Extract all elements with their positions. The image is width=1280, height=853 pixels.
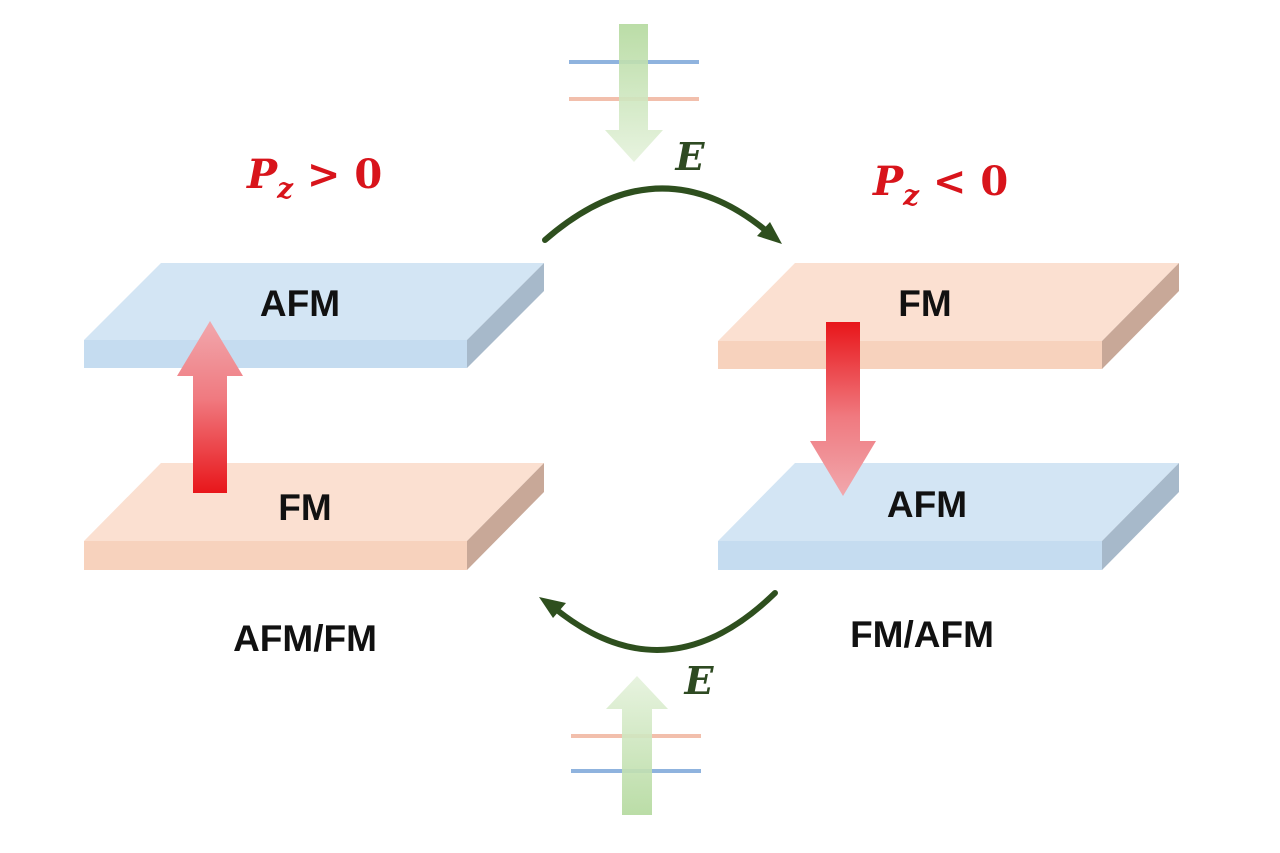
slab-top-face — [718, 463, 1179, 541]
top-field-indicator — [569, 24, 699, 162]
slab-side-face — [467, 463, 544, 570]
top-field-arrow-down-icon — [605, 24, 663, 162]
slab-side-face — [1102, 263, 1179, 369]
right-pol-subscript: z — [902, 179, 920, 212]
top-field-label: E — [675, 134, 706, 179]
left-top-slab-afm — [84, 263, 544, 368]
left-polarization-label: Pz > 0 — [246, 151, 382, 205]
slab-side-face — [1102, 463, 1179, 570]
slab-top-face — [84, 263, 544, 340]
left-top-layer-label: AFM — [260, 283, 340, 324]
left-pol-symbol: P — [246, 151, 279, 198]
left-bottom-layer-label: FM — [278, 487, 331, 528]
bottom-switching-arrowhead-icon — [539, 597, 566, 618]
right-top-slab-fm — [718, 263, 1179, 369]
right-polarization-arrow-down-icon — [810, 322, 876, 496]
slab-side-face — [467, 263, 544, 368]
right-bottom-slab-afm — [718, 463, 1179, 570]
slab-front-face — [718, 541, 1102, 570]
bottom-field-label: E — [684, 658, 715, 703]
right-config-label: FM/AFM — [850, 614, 994, 655]
slab-front-face — [84, 541, 467, 570]
bottom-field-indicator — [571, 676, 701, 815]
left-pol-subscript: z — [276, 172, 294, 205]
bottom-field-arrow-up-icon — [606, 676, 668, 815]
right-polarization-label: Pz < 0 — [872, 158, 1008, 212]
slab-front-face — [718, 341, 1102, 369]
top-switching-arrowhead-icon — [757, 222, 782, 244]
right-top-layer-label: FM — [898, 283, 951, 324]
left-config-label: AFM/FM — [233, 618, 377, 659]
slab-front-face — [84, 340, 467, 368]
left-polarization-arrow-up-icon — [177, 321, 243, 493]
right-bottom-layer-label: AFM — [887, 484, 967, 525]
right-pol-symbol: P — [872, 158, 905, 205]
slab-top-face — [718, 263, 1179, 341]
right-pol-relation: < 0 — [919, 158, 1008, 205]
bottom-switching-arrow-icon — [549, 590, 778, 653]
left-pol-relation: > 0 — [293, 151, 382, 198]
top-switching-arrow-icon — [542, 185, 773, 243]
